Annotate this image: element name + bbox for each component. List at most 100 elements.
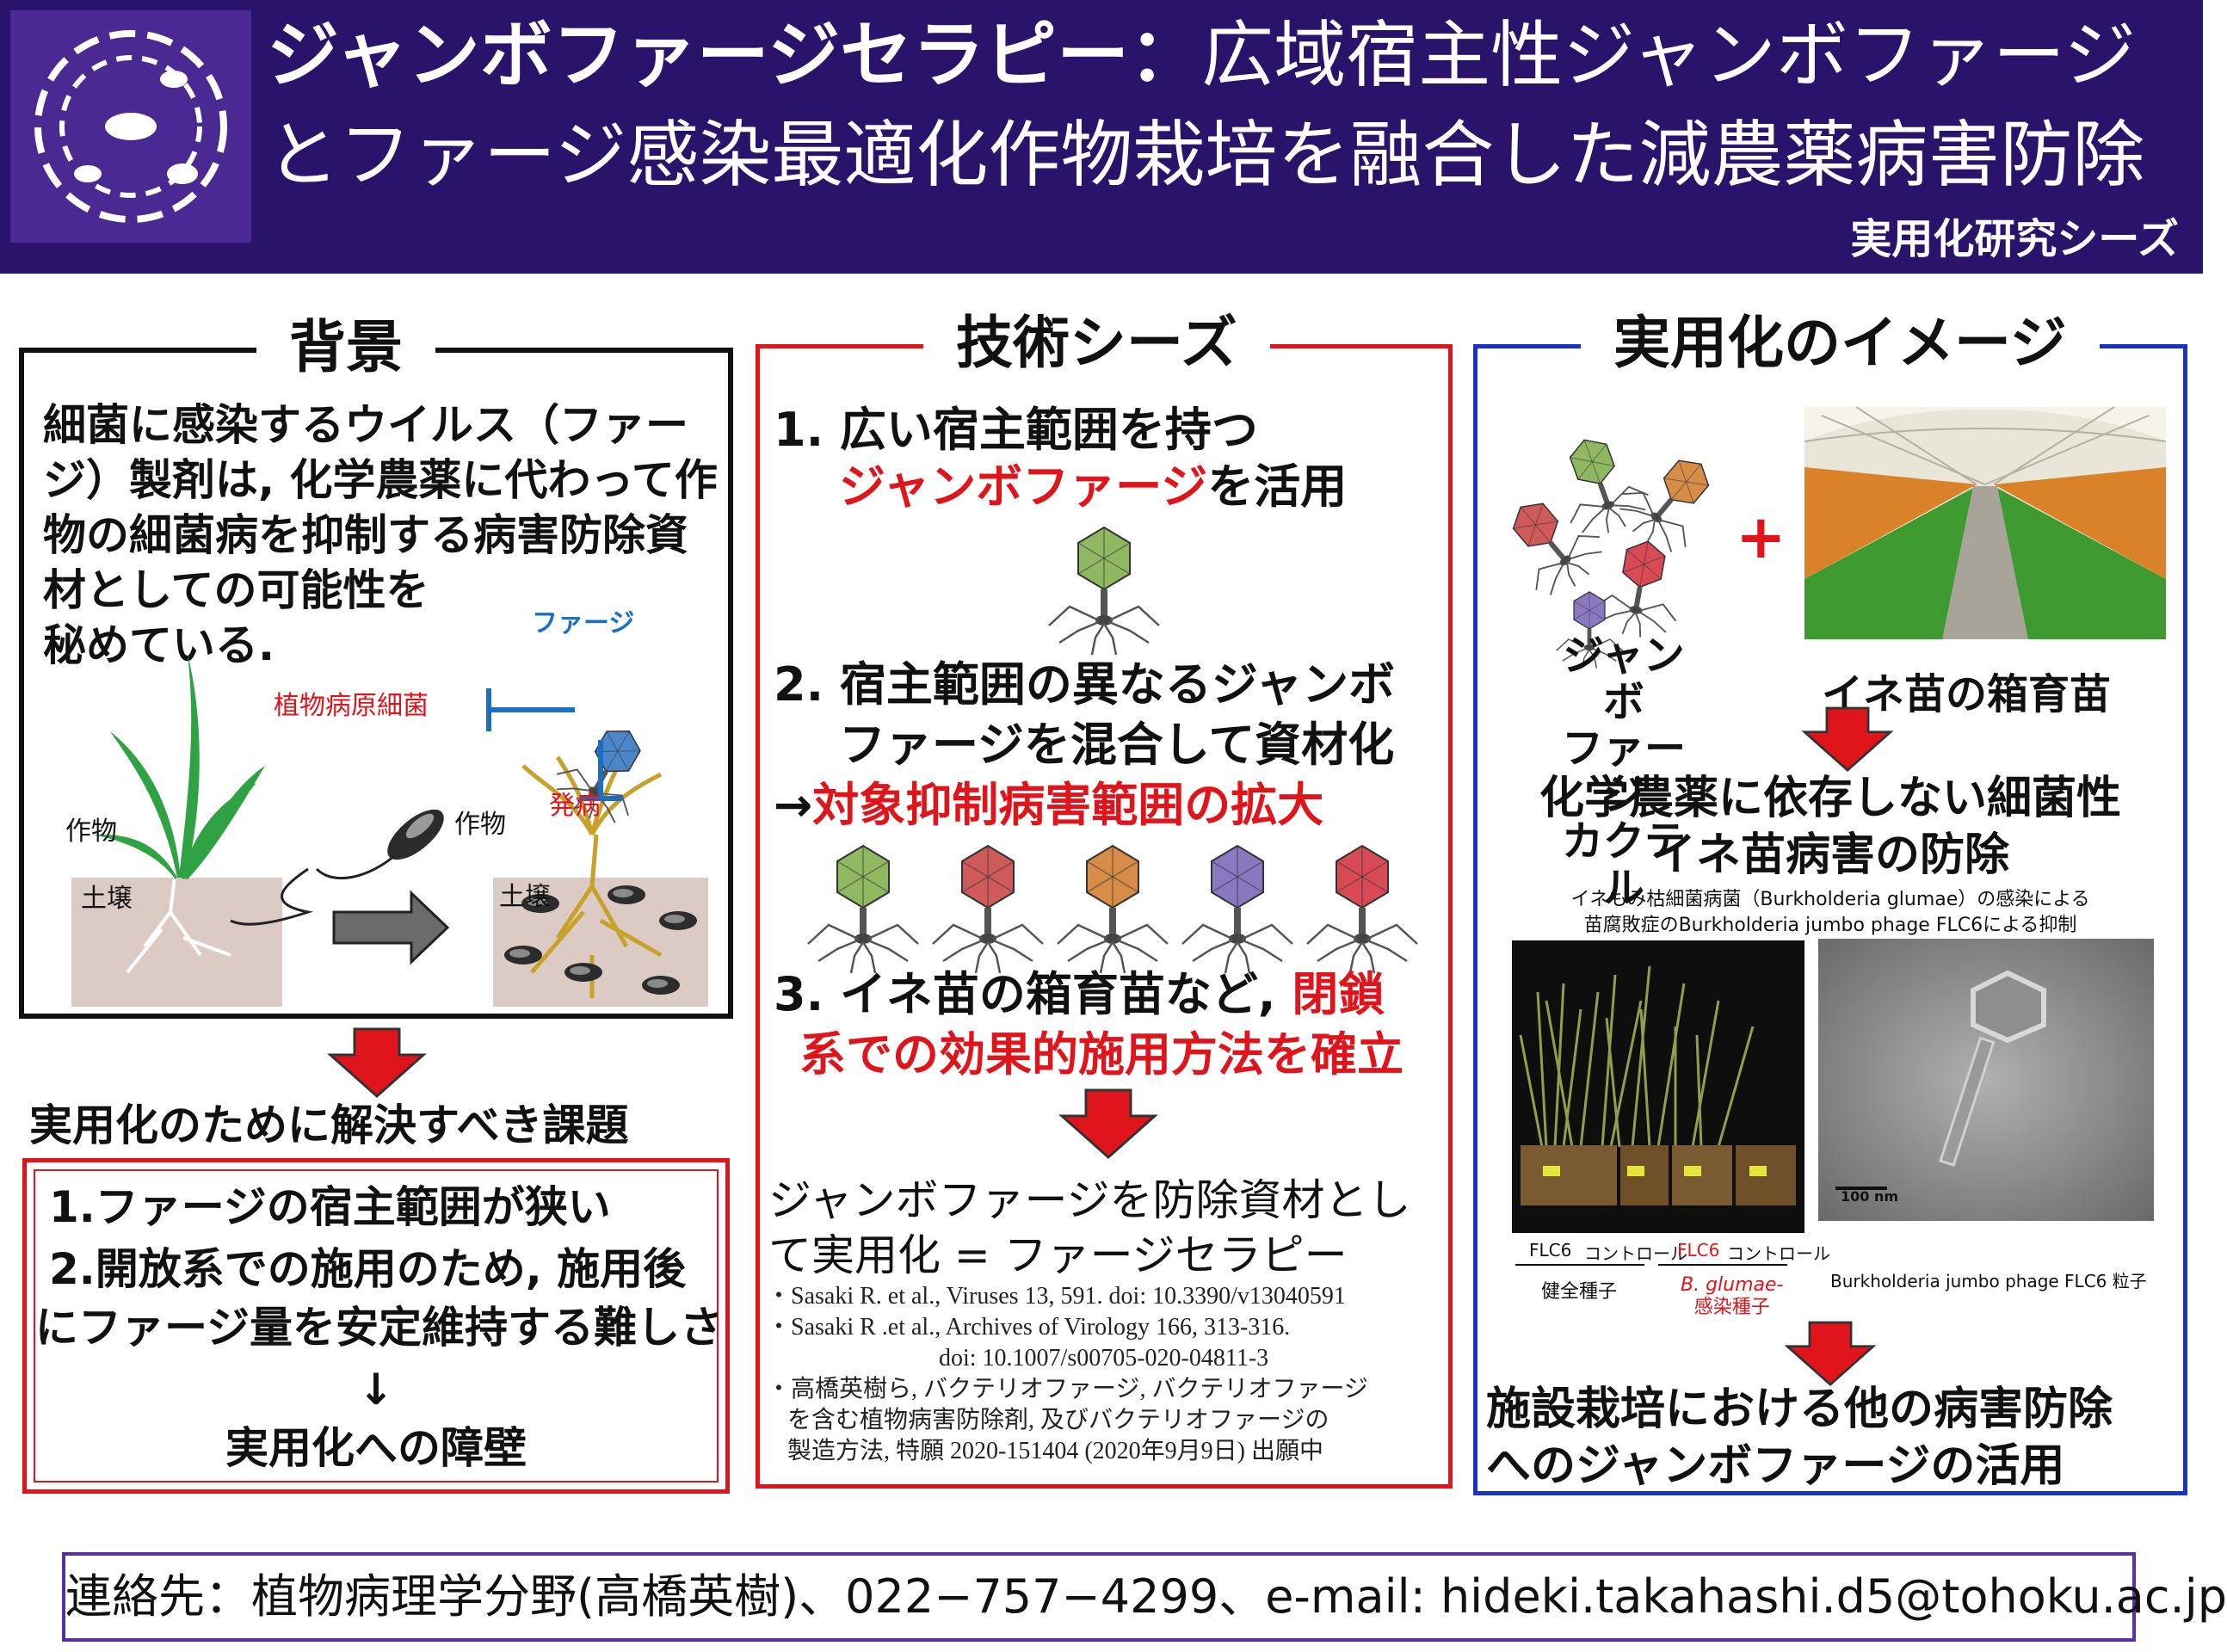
infected-seed-label-line-2: 感染種子 xyxy=(1693,1297,1770,1318)
application-panel: 実用化のイメージ + ジャンボ ファージ カクテル イネ苗の箱育苗 化学農薬に依… xyxy=(1473,309,2187,1495)
phage-particle-label: Burkholderia jumbo phage FLC6 粒子 xyxy=(1830,1271,2147,1291)
reference-item: ・Sasaki R .et al., Archives of Virology … xyxy=(767,1314,1291,1341)
tech-point-1-tail: を活用 xyxy=(1207,459,1348,514)
phage-icon-green xyxy=(806,844,920,975)
green-phage-icon xyxy=(1047,526,1161,656)
flc6-label-a: FLC6 xyxy=(1529,1240,1572,1261)
tech-point-3-text: 3. イネ苗の箱育苗など, xyxy=(774,967,1292,1021)
issues-arrow: ↓ xyxy=(358,1365,394,1415)
phage-cocktail-row xyxy=(806,844,1419,975)
tech-conclusion-line-2: て実用化 = ファージセラピー xyxy=(768,1230,1348,1280)
background-title: 背景 xyxy=(256,313,435,382)
tech-point-3-highlight: 閉鎖 xyxy=(1292,967,1385,1021)
tech-point-2-arrow: → xyxy=(774,778,813,832)
disease-label: 発病 xyxy=(549,791,601,821)
flc6-label-b: FLC6 xyxy=(1677,1240,1720,1261)
figure-caption-line: イネもみ枯細菌病菌（Burkholderia glumae）の感染による xyxy=(1570,889,2090,910)
control-label-a: コントロール xyxy=(1584,1243,1687,1264)
cocktail-label-line: ジャンボ xyxy=(1563,632,1685,726)
tech-conclusion-line: ジャンボファージを防除資材とし xyxy=(768,1175,1411,1225)
seeds-label: 実用化研究シーズ xyxy=(1850,215,2179,263)
electron-micrograph xyxy=(1818,939,2154,1221)
nursery-label: イネ苗の箱育苗 xyxy=(1822,670,2112,718)
infected-seed-label-line: B. glumae- xyxy=(1681,1274,1784,1296)
application-result-line-2: イネ苗病害の防除 xyxy=(1650,829,2009,881)
title-line-1: ジャンボファージセラピー：広域宿主性ジャンボファージ xyxy=(267,12,2136,98)
tech-point-3: 3. イネ苗の箱育苗など, 閉鎖 系での効果的施用方法を確立 xyxy=(774,965,1403,1085)
background-text: 細菌に感染するウイルス（ファー ジ）製剤は, 化学農薬に代わって作 物の細菌病を… xyxy=(43,398,731,673)
phage-icon-purple xyxy=(1181,844,1294,975)
tech-point-1-highlight: ジャンボファージ xyxy=(839,459,1208,514)
title-rest: 広域宿主性ジャンボファージ xyxy=(1201,13,2137,97)
header-banner: ジャンボファージセラピー：広域宿主性ジャンボファージ とファージ感染最適化作物栽… xyxy=(0,0,2203,274)
background-text-line: 細菌に感染するウイルス（ファー xyxy=(43,400,688,450)
background-text-line: 物の細菌病を抑制する病害防除資 xyxy=(43,510,688,560)
pathogen-label: 植物病原細菌 xyxy=(274,691,429,721)
down-arrow xyxy=(327,1027,427,1099)
greenhouse-photo xyxy=(1804,406,2167,639)
tech-panel: 技術シーズ 1. 広い宿主範囲を持つ ジャンボファージを活用 2. 宿主範囲の異… xyxy=(756,309,1453,1489)
contact-text: 連絡先：植物病理学分野(高橋英樹)、022−757−4299、e-mail: h… xyxy=(65,1569,2227,1624)
tech-title: 技術シーズ xyxy=(923,309,1270,378)
healthy-bracket xyxy=(1515,1264,1644,1266)
title-line-2: とファージ感染最適化作物栽培を融合した減農薬病害防除 xyxy=(267,113,2145,197)
tech-point-2-highlight: 対象抑制病害範囲の拡大 xyxy=(812,778,1324,832)
rice-seedling-photo xyxy=(1512,940,1804,1233)
tech-point-1-line: 1. 広い宿主範囲を持つ xyxy=(774,403,1258,457)
infected-bracket xyxy=(1658,1264,1787,1266)
healthy-seed-label: 健全種子 xyxy=(1541,1281,1618,1303)
tech-point-1: 1. 広い宿主範囲を持つ ジャンボファージを活用 xyxy=(774,402,1347,515)
issues-box: 1.ファージの宿主範囲が狭い 2.開放系での施用のため, 施用後 にファージ量を… xyxy=(22,1158,730,1494)
issues-heading: 実用化のために解決すべき課題 xyxy=(29,1100,629,1150)
reference-item: を含む植物病害防除剤, 及びバクテリオファージの xyxy=(787,1407,1329,1433)
application-final: 施設栽培における他の病害防除 へのジャンボファージの活用 xyxy=(1486,1381,2113,1495)
background-text-line: 材としての可能性を xyxy=(43,565,429,615)
background-text-line: ジ）製剤は, 化学農薬に代わって作 xyxy=(43,455,718,505)
background-text-line: 秘めている. xyxy=(43,620,275,670)
university-logo xyxy=(10,10,251,243)
scale-bar-label: 100 nm xyxy=(1841,1188,1899,1205)
soil-label-right: 土壌 xyxy=(499,882,551,912)
issue-item-1: 1.ファージの宿主範囲が狭い xyxy=(49,1182,611,1232)
crop-label-right: 作物 xyxy=(454,810,506,840)
references: ・Sasaki R. et al., Viruses 13, 591. doi:… xyxy=(767,1281,1447,1467)
down-arrow xyxy=(1801,706,1894,773)
tech-point-1-line-2: ジャンボファージを活用 xyxy=(774,459,1347,515)
infected-seed-label: B. glumae- 感染種子 xyxy=(1681,1274,1784,1319)
reference-item: ・高橋英樹ら, バクテリオファージ, バクテリオファージ xyxy=(767,1376,1368,1402)
phage-icon-crimson xyxy=(1305,844,1419,975)
down-arrow xyxy=(1058,1088,1158,1160)
tech-conclusion: ジャンボファージを防除資材とし て実用化 = ファージセラピー xyxy=(768,1173,1411,1283)
cocktail-label: ジャンボ ファージ カクテル xyxy=(1546,632,1701,911)
issues-conclusion: 実用化への障壁 xyxy=(225,1423,527,1473)
background-panel: 背景 細菌に感染するウイルス（ファー ジ）製剤は, 化学農薬に代わって作 物の細… xyxy=(19,313,733,1019)
contact-box: 連絡先：植物病理学分野(高橋英樹)、022−757−4299、e-mail: h… xyxy=(62,1552,2227,1642)
application-result: 化学農薬に依存しない細菌性 イネ苗病害の防除 xyxy=(1477,770,2183,884)
figure-caption-line-2: 苗腐敗症のBurkholderia jumbo phage FLC6による抑制 xyxy=(1583,915,2077,936)
phage-label: ファージ xyxy=(532,608,635,638)
cocktail-label-line: カクテル xyxy=(1561,817,1686,912)
tech-point-2: 2. 宿主範囲の異なるジャンボ ファージを混合して資材化 →対象抑制病害範囲の拡… xyxy=(774,655,1395,835)
issues-inner xyxy=(34,1169,719,1482)
application-result-line: 化学農薬に依存しない細菌性 xyxy=(1539,773,2121,824)
phage-icon-red xyxy=(931,844,1045,975)
tech-point-2-line: 2. 宿主範囲の異なるジャンボ xyxy=(774,657,1396,712)
tech-point-2-line-2: ファージを混合して資材化 xyxy=(839,718,1395,772)
issue-item-2-line-2: にファージ量を安定維持する難しさ xyxy=(35,1303,723,1353)
application-title: 実用化のイメージ xyxy=(1581,309,2100,378)
soil-label-left: 土壌 xyxy=(81,884,133,914)
down-arrow xyxy=(1784,1321,1877,1387)
tech-point-3-highlight-2: 系での効果的施用方法を確立 xyxy=(799,1027,1403,1082)
figure-caption: イネもみ枯細菌病菌（Burkholderia glumae）の感染による 苗腐敗… xyxy=(1477,887,2183,939)
application-final-line: 施設栽培における他の病害防除 xyxy=(1486,1384,2113,1435)
reference-item: 製造方法, 特願 2020-151404 (2020年9月9日) 出願中 xyxy=(787,1438,1323,1464)
phage-icon-orange xyxy=(1056,844,1169,975)
issue-item-2-line-1: 2.開放系での施用のため, 施用後 xyxy=(49,1244,687,1294)
cocktail-label-line: ファージ xyxy=(1561,724,1686,819)
infection-illustration xyxy=(71,654,708,1007)
control-label-b: コントロール xyxy=(1727,1243,1830,1264)
crop-label-left: 作物 xyxy=(65,817,117,847)
application-final-line-2: へのジャンボファージの活用 xyxy=(1486,1440,2065,1492)
title-bold: ジャンボファージセラピー： xyxy=(267,13,1202,97)
plus-sign: + xyxy=(1736,502,1786,572)
